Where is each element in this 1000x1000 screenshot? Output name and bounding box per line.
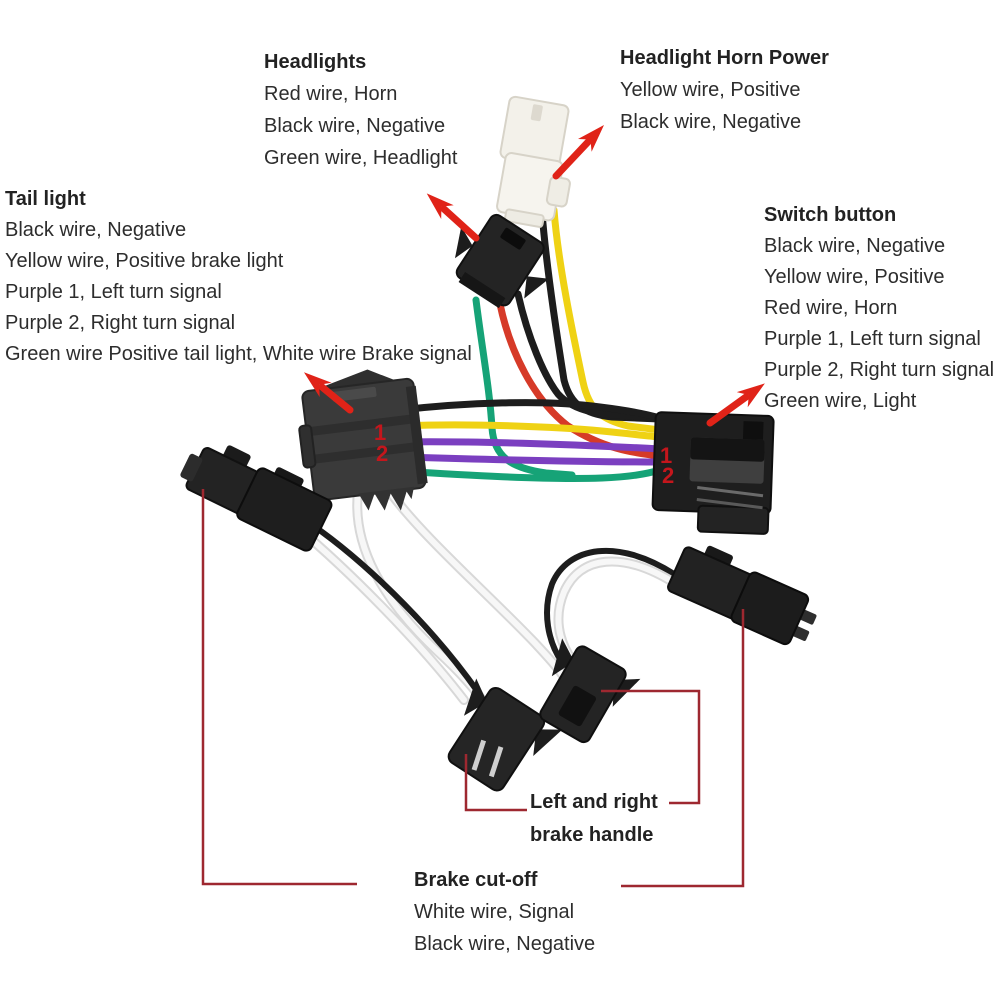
callout-brackets xyxy=(201,489,745,888)
brake-handle-title-line2: brake handle xyxy=(530,824,654,846)
brake-handle-connector-right xyxy=(539,638,641,744)
switch-button-title: Switch button xyxy=(764,204,897,226)
headlights-label: Headlights Red wire, Horn Black wire, Ne… xyxy=(264,46,457,174)
headlights-line: Black wire, Negative xyxy=(264,115,446,137)
tail-light-line: Purple 2, Right turn signal xyxy=(5,312,236,334)
headlights-title: Headlights xyxy=(264,51,367,73)
wire-black-main xyxy=(396,399,664,422)
wire-white-core-3 xyxy=(555,558,679,663)
switch-button-line: Yellow wire, Positive xyxy=(764,266,945,288)
wire-white-core-4 xyxy=(295,525,467,703)
pin-label-right-2: 2 xyxy=(662,463,674,488)
bracket-brakehandle-right xyxy=(601,689,701,805)
tail-light-line: Green wire Positive tail light, White wi… xyxy=(5,343,472,365)
wire-black-cutoff-left xyxy=(299,515,481,695)
bracket-cutoff-right xyxy=(621,609,745,888)
brake-handle-connector-left xyxy=(447,678,563,792)
brake-handle-label: Left and right brake handle xyxy=(530,786,658,852)
horn-power-line: Black wire, Negative xyxy=(620,111,802,133)
arrow-to-tail-light xyxy=(303,372,354,414)
brake-cutoff-connector-left xyxy=(180,445,333,552)
wire-black-headlight xyxy=(514,290,648,421)
brake-handle-title-line1: Left and right xyxy=(530,791,658,813)
switch-button-label: Switch button Black wire, Negative Yello… xyxy=(764,200,994,417)
headlights-connector xyxy=(454,213,549,309)
brake-cut-off-label: Brake cut-off White wire, Signal Black w… xyxy=(414,864,595,960)
tail-light-line: Yellow wire, Positive brake light xyxy=(5,250,284,272)
horn-power-line: Yellow wire, Positive xyxy=(620,79,801,101)
headlights-line: Green wire, Headlight xyxy=(264,147,458,169)
wire-white-core-2 xyxy=(387,489,569,683)
tail-light-label: Tail light Black wire, Negative Yellow w… xyxy=(5,184,472,370)
wire-yellow-main xyxy=(398,421,664,441)
harness-wires xyxy=(396,206,664,482)
switch-button-line: Green wire, Light xyxy=(764,390,917,412)
headlight-horn-power-label: Headlight Horn Power Yellow wire, Positi… xyxy=(620,42,829,138)
brake-cutoff-connector-right xyxy=(667,545,817,646)
wire-red-horn xyxy=(496,300,664,460)
wire-green-main xyxy=(396,466,664,482)
tail-light-line: Black wire, Negative xyxy=(5,219,187,241)
brake-cut-off-line: Black wire, Negative xyxy=(414,933,596,955)
callout-arrows xyxy=(303,125,765,427)
wire-black-cutoff-right xyxy=(544,547,677,665)
switch-button-line: Black wire, Negative xyxy=(764,235,946,257)
arrow-to-headlights xyxy=(426,193,480,242)
white-cables xyxy=(293,487,681,711)
tail-light-line: Purple 1, Left turn signal xyxy=(5,281,222,303)
wire-purple-2 xyxy=(398,453,664,466)
horn-power-connector-white xyxy=(496,95,571,228)
bracket-brakehandle-left xyxy=(464,754,527,812)
headlights-line: Red wire, Horn xyxy=(264,83,398,105)
horn-power-title: Headlight Horn Power xyxy=(620,47,829,69)
tail-light-harness-connector xyxy=(298,369,428,511)
bracket-cutoff-left xyxy=(201,489,357,886)
arrow-to-switch-button xyxy=(706,383,765,427)
brake-cut-off-title: Brake cut-off xyxy=(414,869,538,891)
switch-button-harness-connector xyxy=(651,411,775,535)
switch-button-line: Purple 1, Left turn signal xyxy=(764,328,981,350)
tail-light-title: Tail light xyxy=(5,188,86,210)
pin-label-left-2: 2 xyxy=(376,441,388,466)
arrow-to-horn-power xyxy=(552,125,604,180)
pin-label-left-1: 1 xyxy=(374,420,386,445)
wire-purple-1 xyxy=(398,438,664,453)
brake-cut-off-line: White wire, Signal xyxy=(414,901,575,923)
switch-button-line: Purple 2, Right turn signal xyxy=(764,359,995,381)
switch-button-line: Red wire, Horn xyxy=(764,297,898,319)
pin-label-right-1: 1 xyxy=(660,443,672,468)
